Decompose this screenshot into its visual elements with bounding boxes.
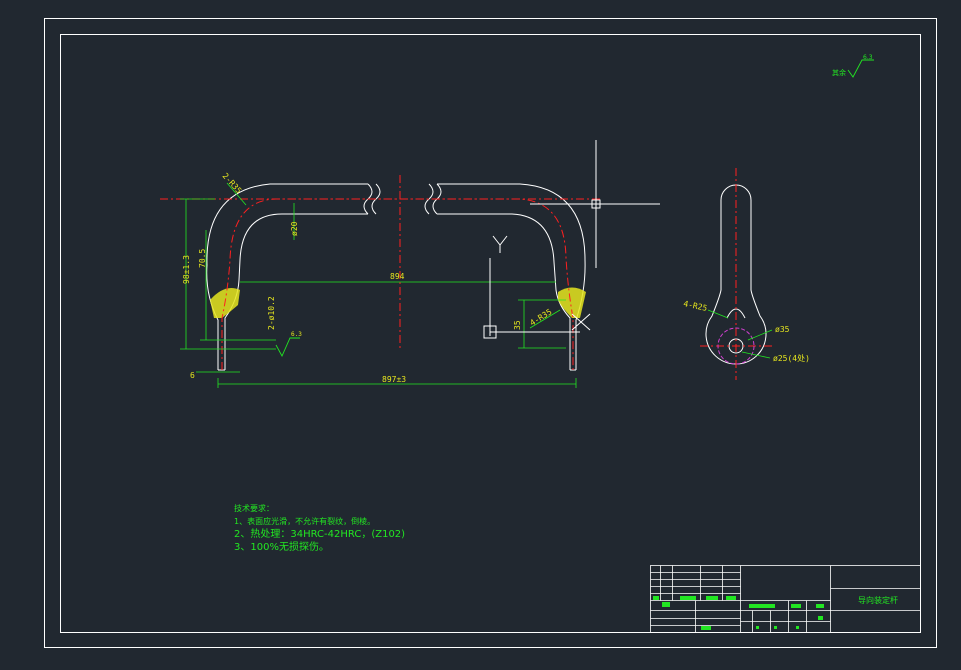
dim-height-98: 98±1.3 [182,255,191,284]
crosshair-cursor [530,140,660,268]
tech-notes-line3: 3、100%无损探伤。 [234,540,329,553]
dimension-lines [180,182,577,388]
dim-length-894: 894 [390,272,405,281]
roughness-top-value: 6.3 [863,54,873,61]
side-view-hidden-circle [717,327,755,365]
dim-hole: 2-ø10.2 [267,296,276,330]
dim-side-d25: ø25(4处) [773,353,810,363]
roughness-symbol-small [275,337,300,358]
ucs-axis-icon [483,235,591,339]
title-block [650,565,921,633]
centerlines [160,175,600,370]
dim-radius-top: 2-R35 [221,171,244,195]
title-block-fills [653,596,824,630]
dim-side-r25: 4-R25 [683,299,709,313]
dim-length-897: 897±3 [382,375,406,384]
dim-side-35: 35 [513,320,522,330]
tech-notes-title: 技术要求： [234,503,274,513]
roughness-symbol-top [847,59,874,78]
dim-side-d35: ø35 [775,325,790,334]
dim-radius-4: 4-R35 [528,307,553,327]
title-block-part-name: 导向装定杆 [858,595,898,605]
dim-dia-20: ø20 [290,221,299,236]
side-view-centerlines [700,168,772,380]
tech-notes-line1: 1、表面应光滑，不允许有裂纹，倒棱。 [234,516,375,526]
side-view-leaders [707,309,773,359]
dim-height-70: 70.5 [198,249,207,268]
dim-bottom-6: 6 [190,371,195,380]
roughness-small-value: 6.3 [291,331,302,338]
tech-notes-line2: 2、热处理：34HRC-42HRC，(Z102) [234,527,405,540]
outer-frame [44,18,937,648]
roughness-rest-label: 其余 [832,68,846,77]
inner-frame [60,34,921,633]
